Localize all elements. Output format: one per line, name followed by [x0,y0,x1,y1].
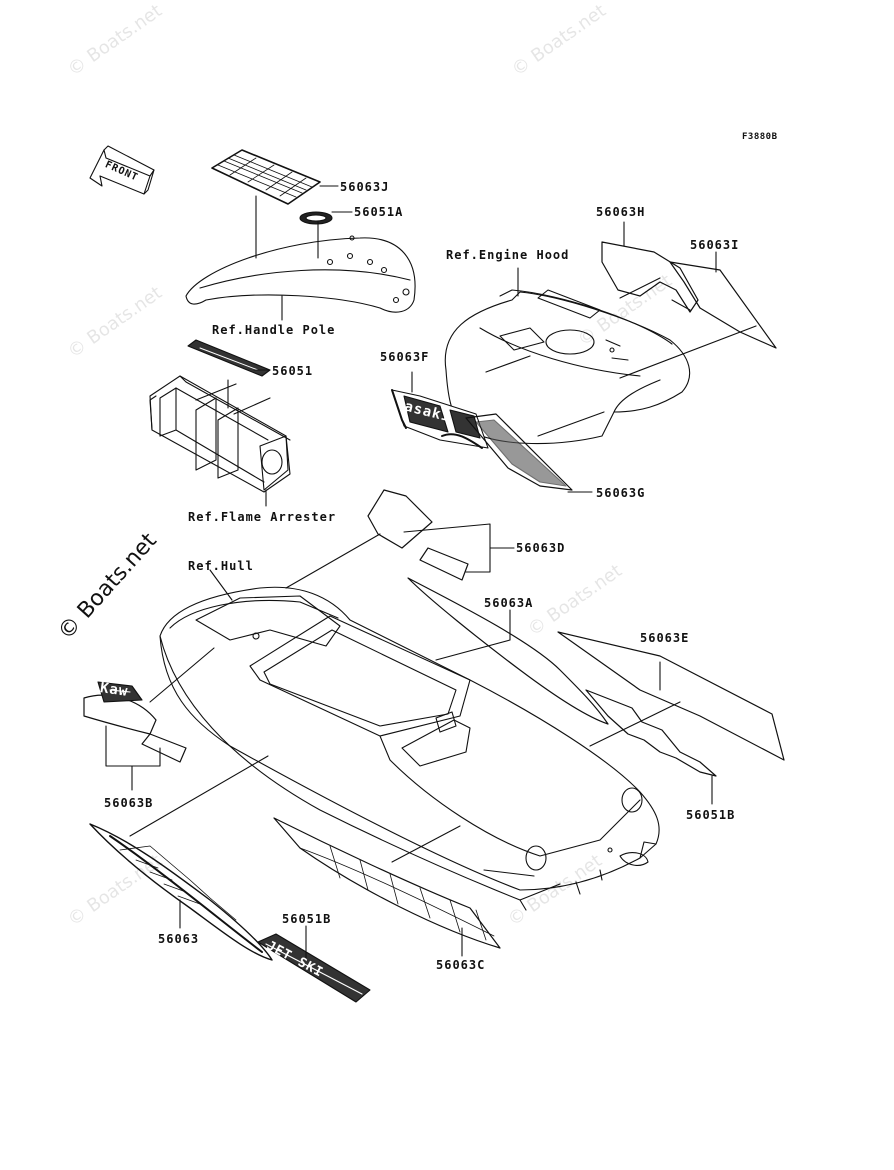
decal-56063b [83,681,187,763]
handle-pole [185,235,416,313]
decal-56063f [391,389,489,449]
label-56063i: 56063I [690,238,740,252]
label-56063e: 56063E [640,631,690,645]
decal-56051b-right [585,689,717,777]
label-56063c: 56063C [436,958,486,972]
label-56063: 56063 [158,932,200,946]
label-56051b-right: 56051B [686,808,736,822]
decal-56063a [407,577,609,725]
engine-hood [444,289,691,445]
hull [159,586,660,911]
label-56051a: 56051A [354,205,404,219]
emblem-56051 [187,339,271,377]
label-ref-flame-arrester: Ref.Flame Arrester [188,510,337,524]
decal-56063g [465,413,573,491]
decal-56063c [273,817,501,949]
label-56063g: 56063G [596,486,646,500]
decal-56063e [557,631,785,761]
label-56063j: 56063J [340,180,390,194]
decal-56063j [211,149,321,205]
decal-56063d [367,489,469,581]
label-56063a: 56063A [484,596,534,610]
label-56063f: 56063F [380,350,430,364]
label-56051: 56051 [272,364,314,378]
label-ref-engine-hood: Ref.Engine Hood [446,248,570,262]
label-56063d: 56063D [516,541,566,555]
emblem-jetski [257,933,371,1003]
emblem-56051a [299,211,333,225]
decal-56063 [89,823,273,961]
label-ref-handle-pole: Ref.Handle Pole [212,323,336,337]
label-56063b: 56063B [104,796,154,810]
label-56051b-bottom: 56051B [282,912,332,926]
label-ref-hull: Ref.Hull [188,559,254,573]
front-arrow [89,145,155,195]
figure-code: F3880B [742,132,778,142]
flame-arrester [149,375,291,493]
label-56063h: 56063H [596,205,646,219]
